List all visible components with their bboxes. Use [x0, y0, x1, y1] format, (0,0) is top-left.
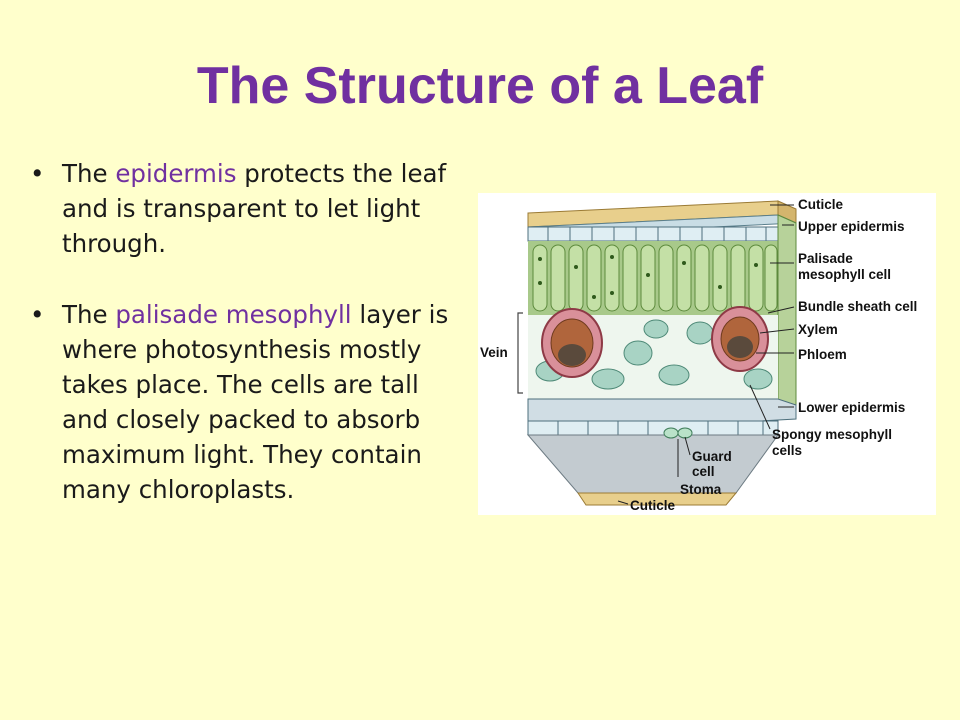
label-stoma: Stoma — [680, 482, 722, 497]
label-xylem: Xylem — [798, 322, 838, 337]
slide-title: The Structure of a Leaf — [196, 57, 764, 115]
bullet-text: The — [62, 300, 116, 329]
label-palisade-line1: Palisade — [798, 251, 853, 266]
upper-epidermis-cells — [527, 226, 779, 242]
label-bundle-sheath: Bundle sheath cell — [798, 299, 917, 314]
bullet-text: protects the leaf and is transparent to … — [62, 159, 447, 258]
label-spongy-line2: cells — [772, 443, 802, 458]
leaf-cross-section-diagram: Cuticle Upper epidermis Palisade mesophy… — [478, 193, 936, 515]
label-lower-epidermis: Lower epidermis — [798, 400, 905, 415]
bullet-list: The epidermis protects the leaf and is t… — [28, 156, 458, 543]
term-epidermis: epidermis — [115, 159, 237, 188]
bullet-epidermis: The epidermis protects the leaf and is t… — [28, 156, 458, 261]
label-palisade-line2: mesophyll cell — [798, 267, 891, 282]
label-phloem: Phloem — [798, 347, 847, 362]
bullet-palisade: The palisade mesophyll layer is where ph… — [28, 297, 458, 507]
bullet-text: The — [62, 159, 116, 188]
vein-bundle-left — [541, 308, 603, 378]
lower-epidermis-cells — [527, 398, 797, 436]
label-guard-line2: cell — [692, 464, 715, 479]
label-guard-line1: Guard — [692, 449, 732, 464]
leader-lines — [617, 204, 795, 505]
label-upper-epidermis: Upper epidermis — [798, 219, 905, 234]
cuticle-bottom-layer — [577, 492, 738, 506]
label-spongy-line1: Spongy mesophyll — [772, 427, 892, 442]
label-vein: Vein — [480, 345, 508, 360]
vein-bracket — [517, 312, 523, 394]
block-side-face — [777, 214, 797, 414]
lower-surface — [526, 434, 779, 494]
bullet-text: layer is where photosynthesis mostly tak… — [62, 300, 449, 504]
label-cuticle-top: Cuticle — [798, 197, 844, 212]
palisade-mesophyll-layer — [528, 241, 778, 315]
vein-bundle-right — [711, 306, 769, 372]
term-palisade-mesophyll: palisade mesophyll — [115, 300, 352, 329]
label-cuticle-bottom: Cuticle — [630, 498, 676, 513]
leaf-diagram-svg: Cuticle Upper epidermis Palisade mesophy… — [480, 197, 917, 513]
